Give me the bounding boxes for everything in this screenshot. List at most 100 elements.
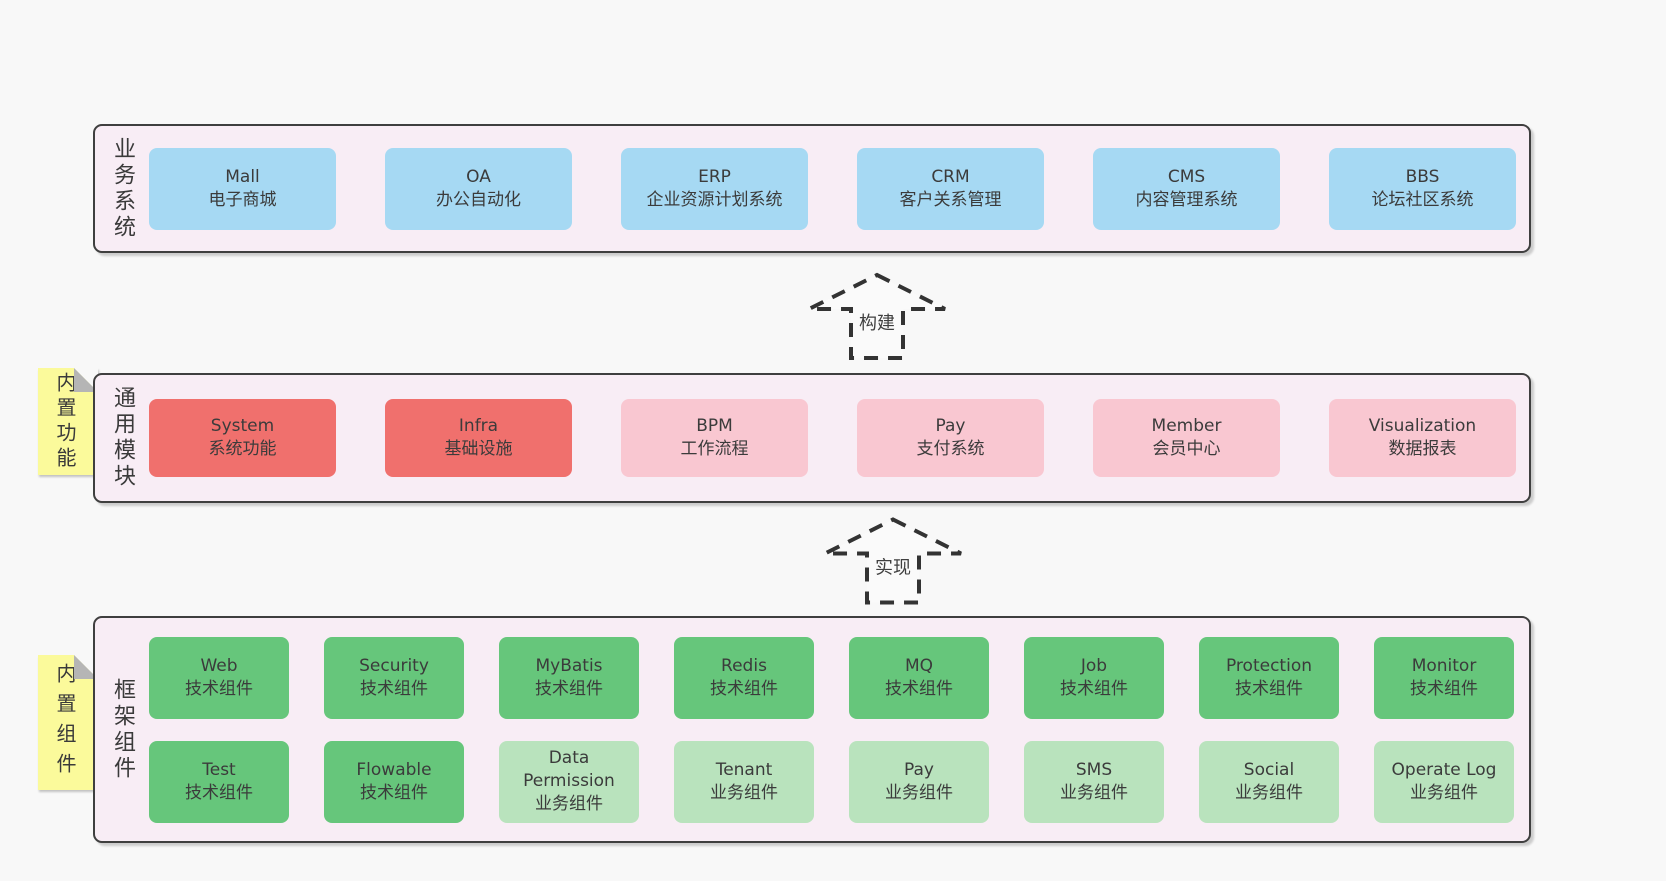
framework-row-2: Test 技术组件 Flowable 技术组件 Data Permission … [149, 740, 1529, 823]
box-subtitle: 技术组件 [360, 782, 428, 803]
box-monitor: Monitor 技术组件 [1374, 636, 1514, 719]
box-mybatis: MyBatis 技术组件 [499, 636, 639, 719]
section-label: 框架组件 [110, 677, 135, 782]
box-subtitle: 系统功能 [208, 439, 277, 459]
box-subtitle: 业务组件 [535, 794, 603, 814]
box-subtitle: 业务组件 [885, 782, 953, 803]
box-security: Security 技术组件 [324, 636, 464, 719]
box-subtitle: 支付系统 [916, 439, 985, 459]
tab-built-in-components: 内置组件 [38, 655, 98, 790]
box-title: OA [466, 166, 491, 187]
box-title: Visualization [1368, 416, 1477, 436]
box-title: Flowable [356, 759, 432, 780]
box-title: MQ [904, 655, 934, 676]
tab-built-in-features: 内置功能 [38, 368, 98, 475]
framework-row-1: Web 技术组件 Security 技术组件 MyBatis 技术组件 Redi… [149, 636, 1529, 719]
box-infra: Infra 基础设施 [385, 399, 572, 477]
box-title: Member [1151, 416, 1222, 436]
box-subtitle: 业务组件 [1060, 782, 1128, 803]
box-tenant: Tenant 业务组件 [674, 740, 814, 823]
build-arrow-icon: 构建 [808, 272, 946, 360]
box-subtitle: 工作流程 [680, 439, 749, 459]
arrow-label: 实现 [875, 558, 911, 579]
box-subtitle: 客户关系管理 [899, 189, 1002, 210]
box-bpm: BPM 工作流程 [621, 399, 808, 477]
box-subtitle: 电子商城 [208, 189, 277, 210]
box-title: ERP [698, 166, 731, 187]
box-bbs: BBS 论坛社区系统 [1329, 147, 1516, 230]
arrow-label: 构建 [859, 313, 895, 334]
box-subtitle: 技术组件 [185, 782, 253, 803]
box-title: Security [359, 655, 429, 676]
box-title: BPM [696, 416, 733, 436]
box-title: Data Permission [523, 748, 615, 791]
box-test: Test 技术组件 [149, 740, 289, 823]
box-oa: OA 办公自动化 [385, 147, 572, 230]
box-social: Social 业务组件 [1199, 740, 1339, 823]
box-erp: ERP 企业资源计划系统 [621, 147, 808, 230]
box-crm: CRM 客户关系管理 [857, 147, 1044, 230]
box-pay-system: Pay 支付系统 [857, 399, 1044, 477]
box-title: Protection [1225, 655, 1312, 676]
box-subtitle: 内容管理系统 [1135, 189, 1238, 210]
section-framework-components: 框架组件 Web 技术组件 Security 技术组件 MyBatis 技术组件… [93, 616, 1531, 843]
box-title: Redis [721, 655, 767, 676]
box-mall: Mall 电子商城 [149, 147, 336, 230]
box-subtitle: 业务组件 [1235, 782, 1303, 803]
box-subtitle: 技术组件 [1235, 678, 1303, 699]
box-title: CRM [931, 166, 970, 187]
box-subtitle: 论坛社区系统 [1371, 189, 1474, 210]
modules-box-row: System 系统功能 Infra 基础设施 BPM 工作流程 Pay 支付系统… [149, 375, 1529, 501]
box-visualization: Visualization 数据报表 [1329, 399, 1516, 477]
box-title: Pay [904, 759, 934, 780]
box-subtitle: 技术组件 [185, 678, 253, 699]
box-web: Web 技术组件 [149, 636, 289, 719]
box-data-permission: Data Permission 业务组件 [499, 740, 639, 823]
section-label: 通用模块 [110, 386, 135, 490]
box-subtitle: 办公自动化 [436, 189, 521, 210]
box-title: Job [1080, 655, 1108, 676]
box-cms: CMS 内容管理系统 [1093, 147, 1280, 230]
section-label: 业务系统 [110, 136, 135, 241]
implement-arrow-icon: 实现 [824, 517, 962, 605]
box-subtitle: 数据报表 [1388, 439, 1457, 459]
box-member: Member 会员中心 [1093, 399, 1280, 477]
box-subtitle: 技术组件 [360, 678, 428, 699]
section-common-modules: 通用模块 System 系统功能 Infra 基础设施 BPM 工作流程 Pay… [93, 373, 1531, 503]
box-subtitle: 技术组件 [535, 678, 603, 699]
business-box-row: Mall 电子商城 OA 办公自动化 ERP 企业资源计划系统 CRM 客户关系… [149, 126, 1529, 251]
box-subtitle: 业务组件 [1410, 782, 1478, 803]
box-subtitle: 企业资源计划系统 [646, 189, 783, 210]
box-title: SMS [1075, 759, 1113, 780]
box-subtitle: 技术组件 [1060, 678, 1128, 699]
section-business-systems: 业务系统 Mall 电子商城 OA 办公自动化 ERP 企业资源计划系统 CRM… [93, 124, 1531, 253]
box-title: Pay [935, 416, 966, 436]
box-flowable: Flowable 技术组件 [324, 740, 464, 823]
box-title: Operate Log [1391, 759, 1497, 780]
box-title: Infra [458, 416, 499, 436]
box-subtitle: 基础设施 [444, 439, 513, 459]
box-title: Mall [225, 166, 260, 187]
box-operate-log: Operate Log 业务组件 [1374, 740, 1514, 823]
box-subtitle: 技术组件 [710, 678, 778, 699]
box-system: System 系统功能 [149, 399, 336, 477]
box-subtitle: 会员中心 [1152, 439, 1221, 459]
box-job: Job 技术组件 [1024, 636, 1164, 719]
box-title: Test [202, 759, 236, 780]
box-subtitle: 技术组件 [1410, 678, 1478, 699]
box-title: Tenant [715, 759, 773, 780]
box-subtitle: 技术组件 [885, 678, 953, 699]
box-title: Web [200, 655, 238, 676]
box-subtitle: 业务组件 [710, 782, 778, 803]
box-title: Monitor [1411, 655, 1477, 676]
box-title: BBS [1405, 166, 1440, 187]
box-pay-component: Pay 业务组件 [849, 740, 989, 823]
box-title: CMS [1167, 166, 1206, 187]
framework-box-rows: Web 技术组件 Security 技术组件 MyBatis 技术组件 Redi… [149, 618, 1529, 841]
box-title: MyBatis [535, 655, 603, 676]
box-title: Social [1243, 759, 1295, 780]
box-redis: Redis 技术组件 [674, 636, 814, 719]
box-sms: SMS 业务组件 [1024, 740, 1164, 823]
box-title: System [210, 416, 275, 436]
